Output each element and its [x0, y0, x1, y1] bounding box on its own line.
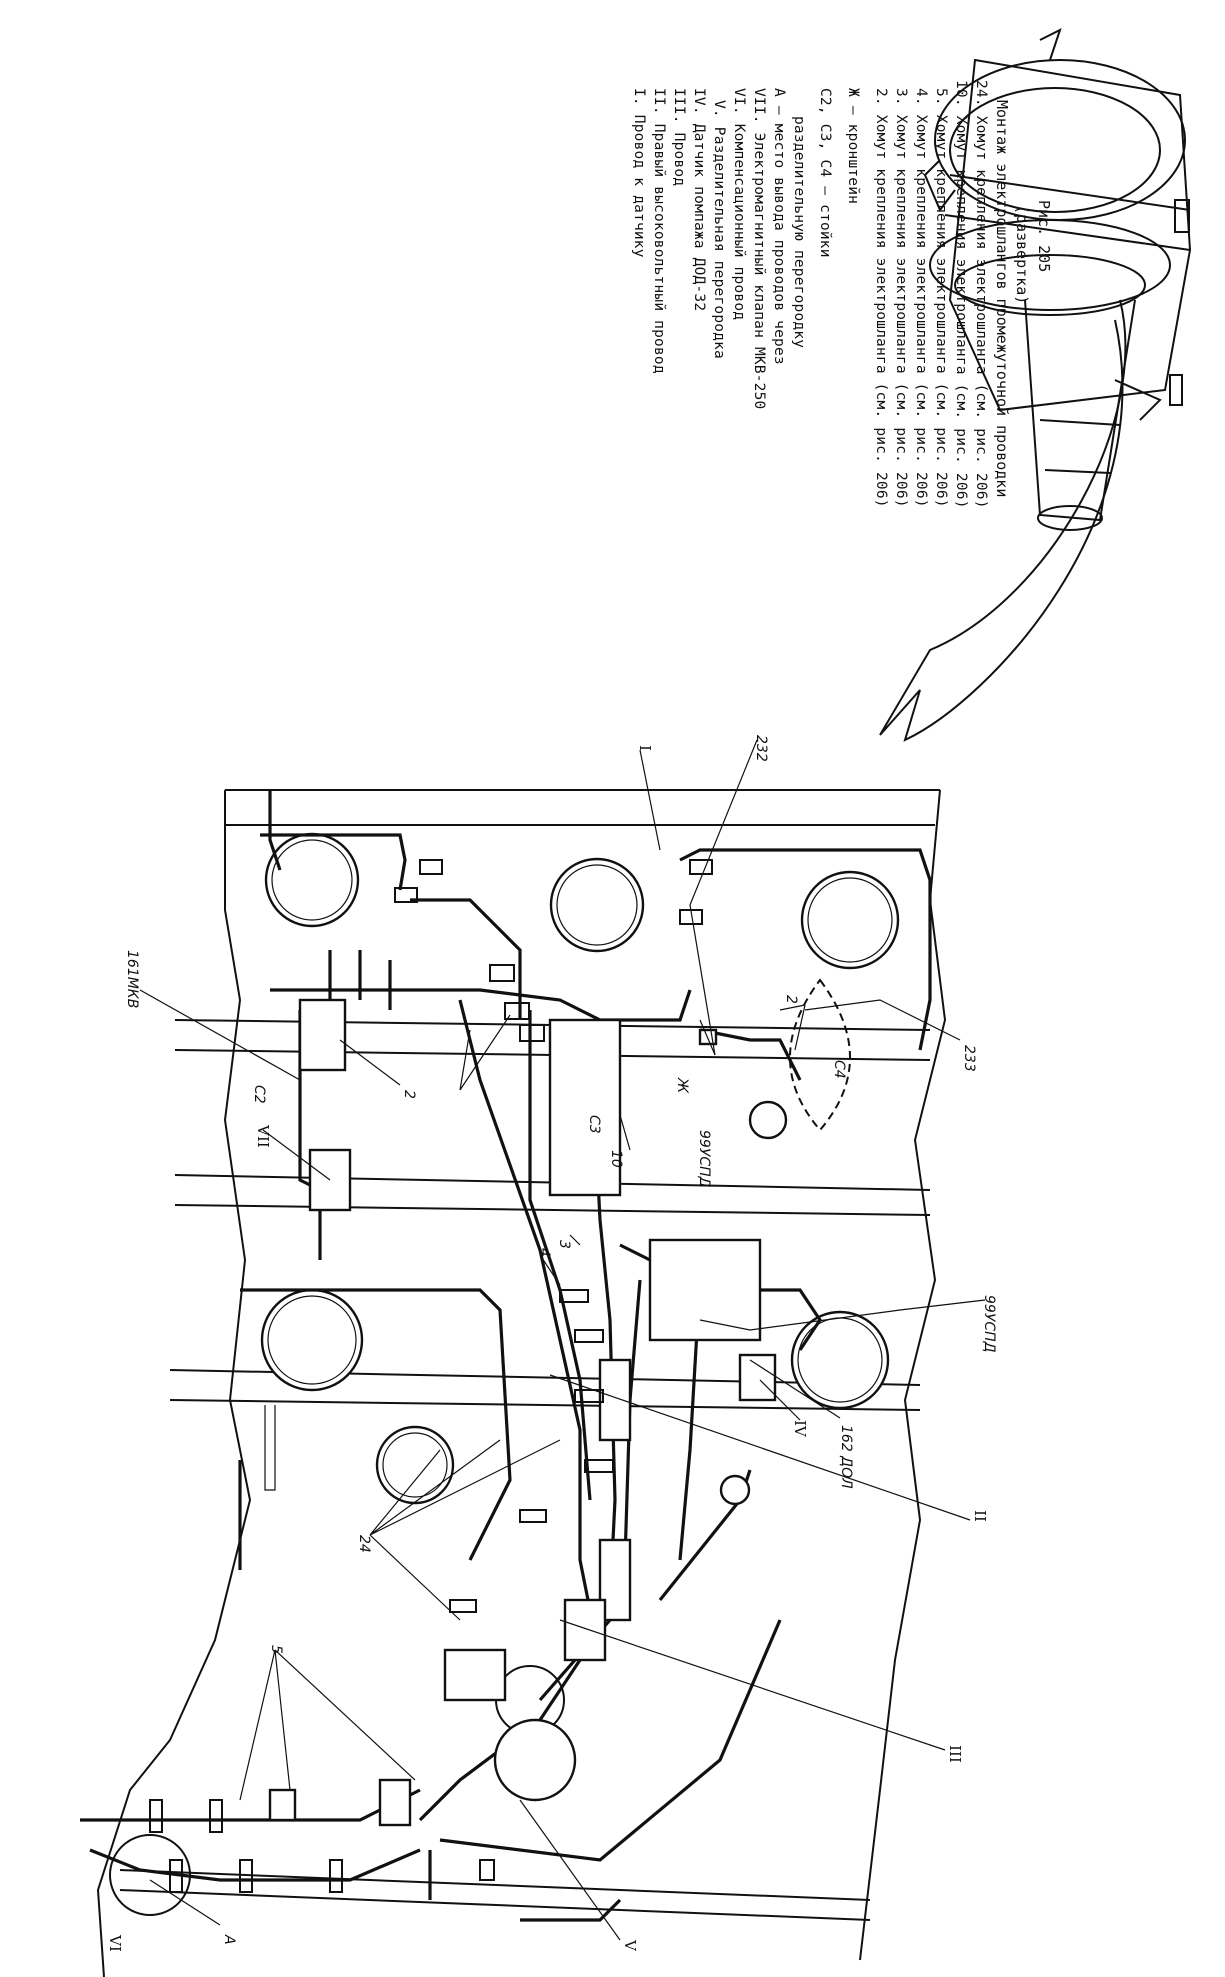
- engine-overview: [879, 28, 1192, 742]
- callout-5: 5: [268, 1645, 284, 1654]
- callout-233: 233: [961, 1045, 977, 1072]
- callout-161mkv: 161МКВ: [124, 950, 140, 1008]
- callout-2-left: 2: [401, 1090, 417, 1099]
- callout-99uspd-right: 99УСПД: [981, 1295, 997, 1353]
- clamps: [149, 859, 713, 1893]
- components: [268, 998, 777, 1827]
- port-holes: [260, 832, 900, 1735]
- leader-lines: [139, 739, 986, 1941]
- callout-3: 3: [556, 1240, 572, 1249]
- callout-C4: С4: [831, 1060, 847, 1079]
- detail-circle-a: [109, 1834, 191, 1916]
- callout-2-top: 2: [783, 995, 799, 1004]
- callout-I: I: [636, 745, 654, 751]
- callout-V: V: [621, 1939, 639, 1952]
- callout-4: 4: [536, 1248, 552, 1257]
- callout-IV: IV: [791, 1420, 809, 1438]
- callout-C2: С2: [251, 1085, 267, 1104]
- callout-II: II: [971, 1510, 989, 1522]
- callout-bracket-zh: Ж: [674, 1077, 690, 1094]
- callout-24: 24: [356, 1535, 372, 1553]
- stand-c4-outline: [789, 978, 851, 1132]
- panel-outline: [96, 789, 947, 1977]
- callout-162-dol: 162 ДОЛ: [838, 1425, 854, 1489]
- callout-III: III: [946, 1745, 964, 1763]
- callout-99uspd-top: 99УСПД: [696, 1130, 712, 1188]
- callout-C3: С3: [586, 1115, 602, 1134]
- callout-VII: VII: [254, 1124, 272, 1148]
- callout-232: 232: [753, 735, 769, 762]
- callout-VI: VI: [106, 1934, 124, 1952]
- callout-A: А: [221, 1934, 237, 1945]
- callout-10: 10: [608, 1150, 624, 1168]
